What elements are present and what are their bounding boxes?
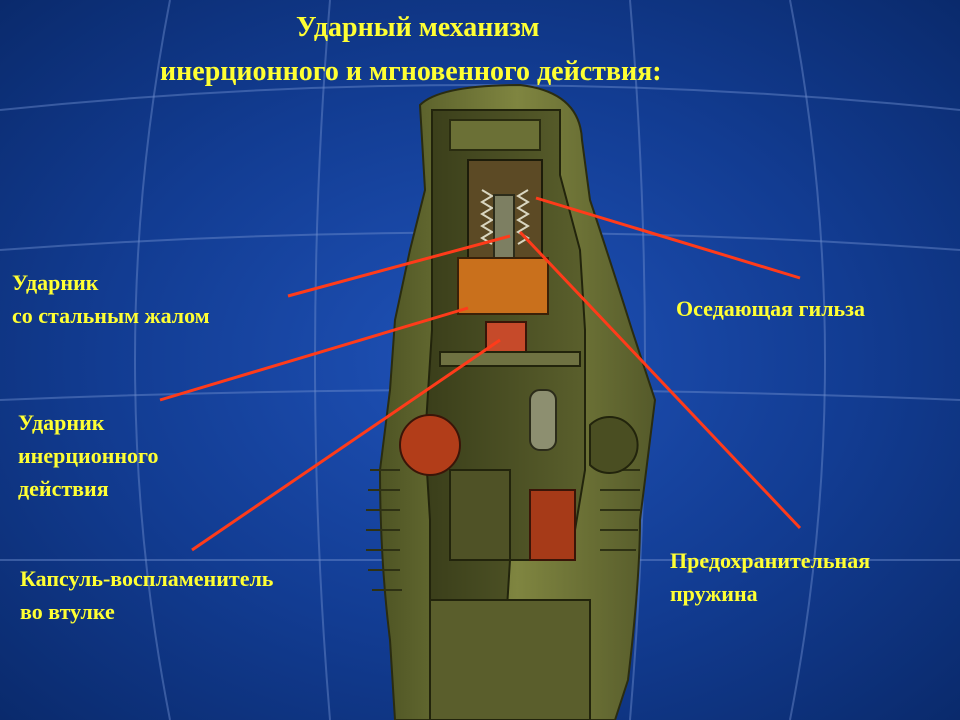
label-sleeve-line1: Оседающая гильза [676, 296, 866, 321]
leader-line-striker-inertial [159, 306, 469, 402]
side-port [589, 416, 639, 474]
label-sleeve: Оседающая гильза [676, 292, 865, 325]
leader-line-sleeve [535, 196, 801, 280]
inertial-striker [457, 257, 549, 315]
leader-line-primer [191, 338, 501, 552]
label-spring-line2: пружина [670, 581, 758, 606]
label-striker-inertial-line1: Ударник [18, 410, 105, 435]
label-striker-steel: Ударник со стальным жалом [12, 266, 210, 332]
rotor-pin [529, 389, 557, 451]
leader-line-striker-steel [287, 234, 511, 298]
label-primer: Капсуль-воспламенитель во втулке [20, 562, 273, 628]
label-striker-steel-line2: со стальным жалом [12, 303, 210, 328]
nose-cap [449, 119, 541, 151]
label-striker-steel-line1: Ударник [12, 270, 99, 295]
label-striker-inertial: Ударник инерционного действия [18, 406, 159, 505]
primer-bushing [485, 321, 527, 353]
label-primer-line2: во втулке [20, 599, 115, 624]
fuse-base [429, 599, 591, 720]
slide-title-line1: Ударный механизм [296, 12, 540, 43]
leader-line-spring [518, 230, 802, 530]
label-spring: Предохранительная пружина [670, 544, 870, 610]
label-striker-inertial-line3: действия [18, 476, 109, 501]
label-primer-line1: Капсуль-воспламенитель [20, 566, 274, 591]
slide-title-line2: инерционного и мгновенного действия: [160, 56, 662, 87]
label-spring-line1: Предохранительная [670, 548, 871, 573]
lower-chamber [449, 469, 511, 561]
label-striker-inertial-line2: инерционного [18, 443, 159, 468]
booster-charge [529, 489, 576, 561]
detonator-cup [399, 414, 461, 476]
